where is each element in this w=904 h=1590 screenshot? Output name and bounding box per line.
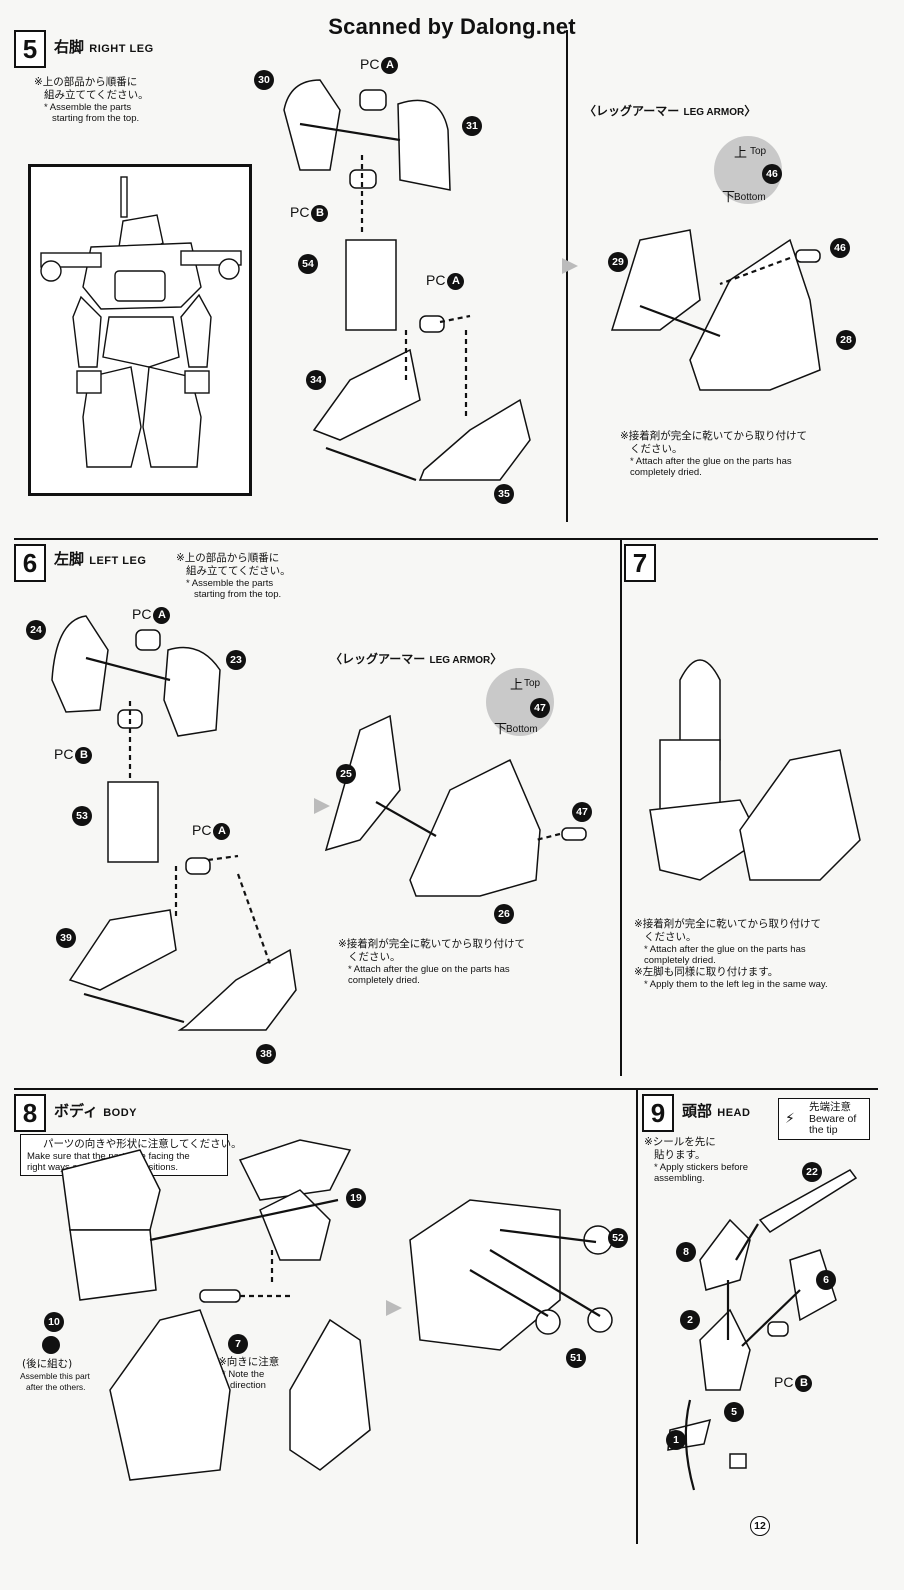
order-badge: 1 xyxy=(666,1430,686,1450)
part-number-badge: 19 xyxy=(346,1188,366,1208)
step-title-right-leg: 右脚 RIGHT LEG xyxy=(54,38,154,56)
divider xyxy=(566,30,568,522)
beware-tip-box: ⚡ 先端注意 Beware of the tip xyxy=(778,1098,870,1140)
step-number-6: 6 xyxy=(14,544,46,582)
part-number-badge: 54 xyxy=(298,254,318,274)
part-number-badge: 5 xyxy=(724,1402,744,1422)
part-number-badge: 53 xyxy=(72,806,92,826)
step-number-7: 7 xyxy=(624,544,656,582)
part-number-badge: 8 xyxy=(676,1242,696,1262)
part-number-badge: 51 xyxy=(566,1348,586,1368)
assemble-later-note: (後に組む) Assemble this part after the othe… xyxy=(20,1358,90,1392)
direction-note: ※向きに注意 * Note the direction xyxy=(218,1356,280,1391)
divider xyxy=(14,1088,878,1090)
sticker-number-badge: 12 xyxy=(750,1516,770,1536)
step-number-9: 9 xyxy=(642,1094,674,1132)
order-badge: 2 xyxy=(680,1310,700,1330)
part-number-badge: 30 xyxy=(254,70,274,90)
assembly-order-note: ※上の部品から順番に 組み立ててください。 * Assemble the par… xyxy=(34,76,149,124)
left-leg-diagram xyxy=(51,615,861,1031)
head-diagram xyxy=(667,1169,858,1491)
part-number-badge: 47 xyxy=(572,802,592,822)
step-number-5: 5 xyxy=(14,30,46,68)
assemble-later-icon xyxy=(42,1336,60,1354)
robot-reference-figure xyxy=(28,164,252,496)
part-number-badge: 35 xyxy=(494,484,514,504)
part-number-badge: 38 xyxy=(256,1044,276,1064)
part-number-badge: 46 xyxy=(762,164,782,184)
glue-dry-note: ※接着剤が完全に乾いてから取り付けて ください。 * Attach after … xyxy=(634,918,828,990)
part-number-badge: 7 xyxy=(228,1334,248,1354)
part-number-badge: 31 xyxy=(462,116,482,136)
top-bottom-orientation-callout: 上 Top 下 Bottom 47 xyxy=(486,668,554,736)
part-number-badge: 25 xyxy=(336,764,356,784)
glue-dry-note: ※接着剤が完全に乾いてから取り付けて ください。 * Attach after … xyxy=(620,430,807,478)
part-number-badge: 39 xyxy=(56,928,76,948)
step-title-body: ボディ BODY xyxy=(54,1102,137,1120)
leg-armor-subtitle: 〈レッグアーマー LEG ARMOR〉 xyxy=(584,104,757,118)
part-number-badge: 23 xyxy=(226,650,246,670)
spark-icon: ⚡ xyxy=(785,1111,795,1127)
sticker-note: ※シールを先に 貼ります。 * Apply stickers before as… xyxy=(644,1136,748,1184)
part-number-badge: 34 xyxy=(306,370,326,390)
part-number-badge: 6 xyxy=(816,1270,836,1290)
body-diagram xyxy=(61,1139,613,1481)
robot-illustration xyxy=(40,176,242,468)
part-number-badge: 10 xyxy=(44,1312,64,1332)
assembly-order-note: ※上の部品から順番に 組み立ててください。 * Assemble the par… xyxy=(176,552,291,600)
step-title-left-leg: 左脚 LEFT LEG xyxy=(54,550,147,568)
top-bottom-orientation-callout: 上 Top 下 Bottom 46 xyxy=(714,136,782,204)
part-number-badge: 24 xyxy=(26,620,46,640)
part-number-badge: 52 xyxy=(608,1228,628,1248)
step-title-head: 頭部 HEAD xyxy=(682,1102,751,1120)
part-number-badge: 46 xyxy=(830,238,850,258)
right-leg-diagram xyxy=(283,79,821,482)
part-number-badge: 28 xyxy=(836,330,856,350)
watermark: Scanned by Dalong.net xyxy=(328,14,576,39)
divider xyxy=(636,1090,638,1544)
part-number-badge: 22 xyxy=(802,1162,822,1182)
part-number-badge: 47 xyxy=(530,698,550,718)
leg-armor-subtitle: 〈レッグアーマー LEG ARMOR〉 xyxy=(330,652,503,666)
part-number-badge: 26 xyxy=(494,904,514,924)
divider xyxy=(620,540,622,1076)
divider xyxy=(14,538,878,540)
step-number-8: 8 xyxy=(14,1094,46,1132)
glue-dry-note: ※接着剤が完全に乾いてから取り付けて ください。 * Attach after … xyxy=(338,938,525,986)
part-number-badge: 29 xyxy=(608,252,628,272)
